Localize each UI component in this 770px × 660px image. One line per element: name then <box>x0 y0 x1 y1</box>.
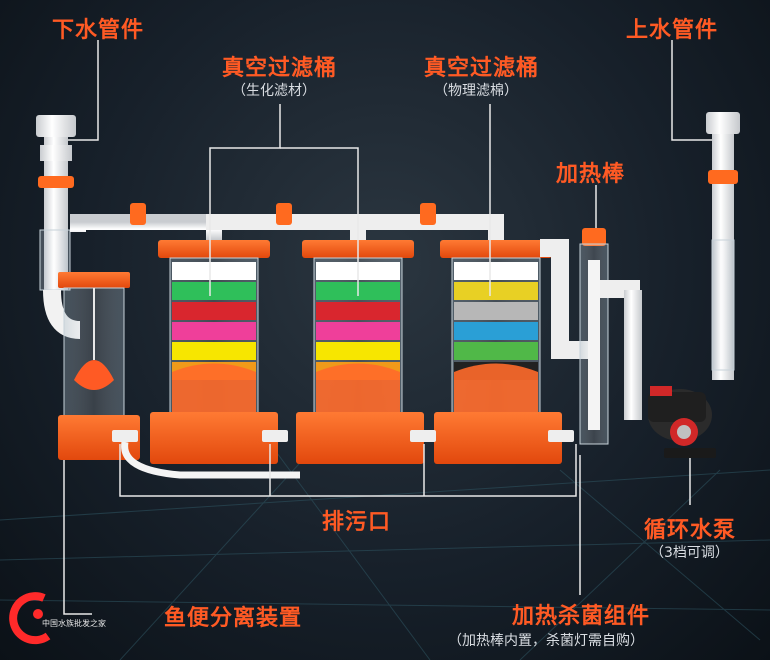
label-vacuum-filter-mech-sub: （物理滤棉） <box>434 83 518 99</box>
brand-logo: 中国水族批发之家 <box>8 592 108 652</box>
vacuum-filter-3 <box>434 240 562 464</box>
label-vacuum-filter-bio: 真空过滤桶 <box>222 56 338 81</box>
label-sterilizer-sub: （加热棒内置，杀菌灯需自购） <box>448 633 644 649</box>
drain-outlets <box>112 430 574 479</box>
vacuum-filter-2 <box>296 240 424 464</box>
filter-media-ring <box>454 302 538 320</box>
filter-media-ring <box>454 322 538 340</box>
label-pump-sub: （3档可调） <box>650 545 729 561</box>
heater-sterilizer-column <box>579 228 642 445</box>
label-heater: 加热棒 <box>556 162 626 187</box>
label-sterilizer: 加热杀菌组件 <box>512 604 651 629</box>
floor-grid <box>0 429 770 660</box>
brand-logo-text: 中国水族批发之家 <box>42 619 106 628</box>
filter-media-ring <box>454 262 538 280</box>
label-down-pipe: 下水管件 <box>52 18 145 43</box>
filter-media-ring <box>454 282 538 300</box>
label-separator: 鱼便分离装置 <box>164 606 303 631</box>
label-up-pipe: 上水管件 <box>626 18 719 43</box>
label-pump: 循环水泵 <box>644 518 737 543</box>
filter-media-ring <box>172 322 256 340</box>
vacuum-filter-1 <box>150 240 278 464</box>
fish-waste-separator <box>36 115 140 460</box>
leader-lines <box>63 40 712 615</box>
label-vacuum-filter-bio-sub: （生化滤材） <box>232 83 316 99</box>
inlet-pipe-assembly <box>706 112 740 380</box>
label-vacuum-filter-mech: 真空过滤桶 <box>424 56 540 81</box>
filter-media-ring <box>316 302 400 320</box>
filter-media-ring <box>172 342 256 360</box>
filter-media-ring <box>316 342 400 360</box>
filter-media-ring <box>172 262 256 280</box>
filter-media-ring <box>172 302 256 320</box>
brand-logo-icon <box>9 592 51 645</box>
label-drain: 排污口 <box>322 510 392 535</box>
circulation-pump <box>648 386 716 458</box>
filter-media-ring <box>316 322 400 340</box>
filter-media-ring <box>454 342 538 360</box>
filter-media-ring <box>172 282 256 300</box>
